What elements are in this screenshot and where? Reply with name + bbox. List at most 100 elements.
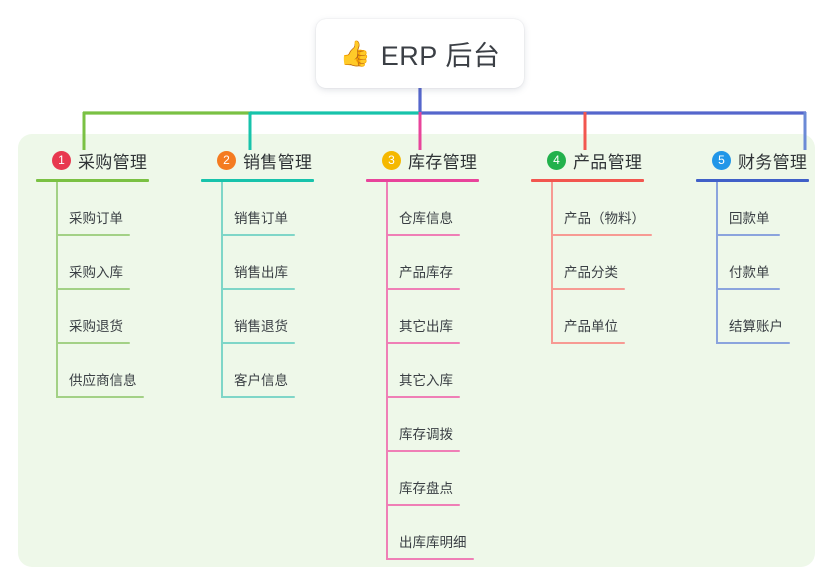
leaf-item-label: 销售出库 [234, 265, 288, 280]
branch-leaf-list-3: 仓库信息产品库存其它出库其它入库库存调拨库存盘点出库库明细 [366, 182, 479, 560]
leaf-item-rule [552, 234, 652, 236]
leaf-item[interactable]: 产品库存 [366, 236, 479, 290]
leaf-item-rule [717, 342, 790, 344]
branch-column-5: 5 财务管理回款单付款单结算账户 [696, 148, 809, 344]
leaf-item-rule [387, 342, 460, 344]
branch-column-4: 4 产品管理产品（物料） 产品分类产品单位 [531, 148, 652, 344]
leaf-item-label: 其它入库 [399, 373, 453, 388]
branch-header-5[interactable]: 5 财务管理 [696, 148, 809, 172]
leaf-item-rule [387, 288, 460, 290]
leaf-item-rule [717, 288, 780, 290]
branch-trunk-1 [56, 182, 58, 398]
branch-header-3[interactable]: 3 库存管理 [366, 148, 479, 172]
leaf-item-rule [552, 342, 625, 344]
leaf-item[interactable]: 销售出库 [201, 236, 314, 290]
leaf-item[interactable]: 供应商信息 [36, 344, 149, 398]
leaf-item-rule [387, 396, 460, 398]
branch-column-2: 2 销售管理销售订单销售出库销售退货客户信息 [201, 148, 314, 398]
leaf-item-rule [387, 558, 474, 560]
leaf-item-label: 供应商信息 [69, 373, 137, 388]
leaf-item-label: 客户信息 [234, 373, 288, 388]
branch-title-4: 产品管理 [573, 152, 643, 172]
branch-badge-2: 2 [217, 150, 236, 170]
leaf-item-rule [57, 288, 130, 290]
leaf-item-label: 仓库信息 [399, 211, 453, 226]
leaf-item-label: 销售订单 [234, 211, 288, 226]
branch-header-1[interactable]: 1 采购管理 [36, 148, 149, 172]
leaf-item-label: 付款单 [729, 265, 770, 280]
leaf-item-label: 采购退货 [69, 319, 123, 334]
branch-trunk-5 [716, 182, 718, 344]
leaf-item-label: 库存调拨 [399, 427, 453, 442]
branch-trunk-3 [386, 182, 388, 560]
leaf-item-label: 其它出库 [399, 319, 453, 334]
leaf-item-label: 产品分类 [564, 265, 618, 280]
leaf-item-label: 销售退货 [234, 319, 288, 334]
leaf-item-rule [387, 450, 460, 452]
branch-header-rule-2 [201, 179, 314, 182]
root-node[interactable]: 👍 ERP 后台 [316, 19, 524, 88]
leaf-item[interactable]: 其它入库 [366, 344, 479, 398]
leaf-item[interactable]: 产品分类 [531, 236, 644, 290]
branch-badge-3: 3 [382, 150, 401, 170]
root-node-title: ERP 后台 [380, 41, 501, 71]
leaf-item[interactable]: 库存调拨 [366, 398, 479, 452]
leaf-item-label: 产品单位 [564, 319, 618, 334]
leaf-item-label: 结算账户 [729, 319, 783, 334]
branch-leaf-list-5: 回款单付款单结算账户 [696, 182, 809, 344]
leaf-item-label: 回款单 [729, 211, 770, 226]
leaf-item-rule [57, 396, 144, 398]
branch-badge-5: 5 [712, 150, 731, 170]
leaf-item-label: 产品（物料） [564, 211, 645, 226]
branch-title-5: 财务管理 [738, 152, 808, 172]
leaf-item[interactable]: 其它出库 [366, 290, 479, 344]
leaf-item-rule [387, 234, 460, 236]
thumbs-up-icon: 👍 [339, 40, 371, 68]
leaf-item[interactable]: 仓库信息 [366, 182, 479, 236]
leaf-item[interactable]: 出库库明细 [366, 506, 479, 560]
branch-badge-4: 4 [547, 150, 566, 170]
leaf-item-rule [222, 288, 295, 290]
leaf-item[interactable]: 付款单 [696, 236, 809, 290]
diagram-background-panel [18, 134, 815, 567]
branch-title-1: 采购管理 [78, 152, 148, 172]
leaf-item[interactable]: 回款单 [696, 182, 809, 236]
branch-column-3: 3 库存管理仓库信息产品库存其它出库其它入库库存调拨库存盘点出库库明细 [366, 148, 479, 560]
leaf-item[interactable]: 客户信息 [201, 344, 314, 398]
branch-leaf-list-2: 销售订单销售出库销售退货客户信息 [201, 182, 314, 398]
branch-leaf-list-1: 采购订单采购入库采购退货供应商信息 [36, 182, 149, 398]
branch-header-rule-1 [36, 179, 149, 182]
branch-header-rule-3 [366, 179, 479, 182]
leaf-item-label: 采购订单 [69, 211, 123, 226]
leaf-item[interactable]: 产品（物料） [531, 182, 652, 236]
branch-header-rule-5 [696, 179, 809, 182]
leaf-item-rule [57, 234, 130, 236]
leaf-item[interactable]: 结算账户 [696, 290, 809, 344]
leaf-item[interactable]: 产品单位 [531, 290, 644, 344]
leaf-item[interactable]: 销售退货 [201, 290, 314, 344]
leaf-item-label: 产品库存 [399, 265, 453, 280]
branch-title-3: 库存管理 [408, 152, 478, 172]
leaf-item[interactable]: 采购退货 [36, 290, 149, 344]
leaf-item-label: 采购入库 [69, 265, 123, 280]
branch-trunk-2 [221, 182, 223, 398]
leaf-item-rule [552, 288, 625, 290]
leaf-item-label: 出库库明细 [399, 535, 467, 550]
branch-trunk-4 [551, 182, 553, 344]
leaf-item-rule [222, 342, 295, 344]
leaf-item[interactable]: 采购订单 [36, 182, 149, 236]
branch-header-rule-4 [531, 179, 644, 182]
branch-header-2[interactable]: 2 销售管理 [201, 148, 314, 172]
leaf-item[interactable]: 销售订单 [201, 182, 314, 236]
leaf-item-rule [222, 234, 295, 236]
leaf-item-label: 库存盘点 [399, 481, 453, 496]
leaf-item-rule [717, 234, 780, 236]
leaf-item[interactable]: 采购入库 [36, 236, 149, 290]
branch-header-4[interactable]: 4 产品管理 [531, 148, 644, 172]
leaf-item-rule [387, 504, 460, 506]
branch-title-2: 销售管理 [243, 152, 313, 172]
branch-badge-1: 1 [52, 150, 71, 170]
branch-column-1: 1 采购管理采购订单采购入库采购退货供应商信息 [36, 148, 149, 398]
leaf-item-rule [57, 342, 130, 344]
leaf-item[interactable]: 库存盘点 [366, 452, 479, 506]
